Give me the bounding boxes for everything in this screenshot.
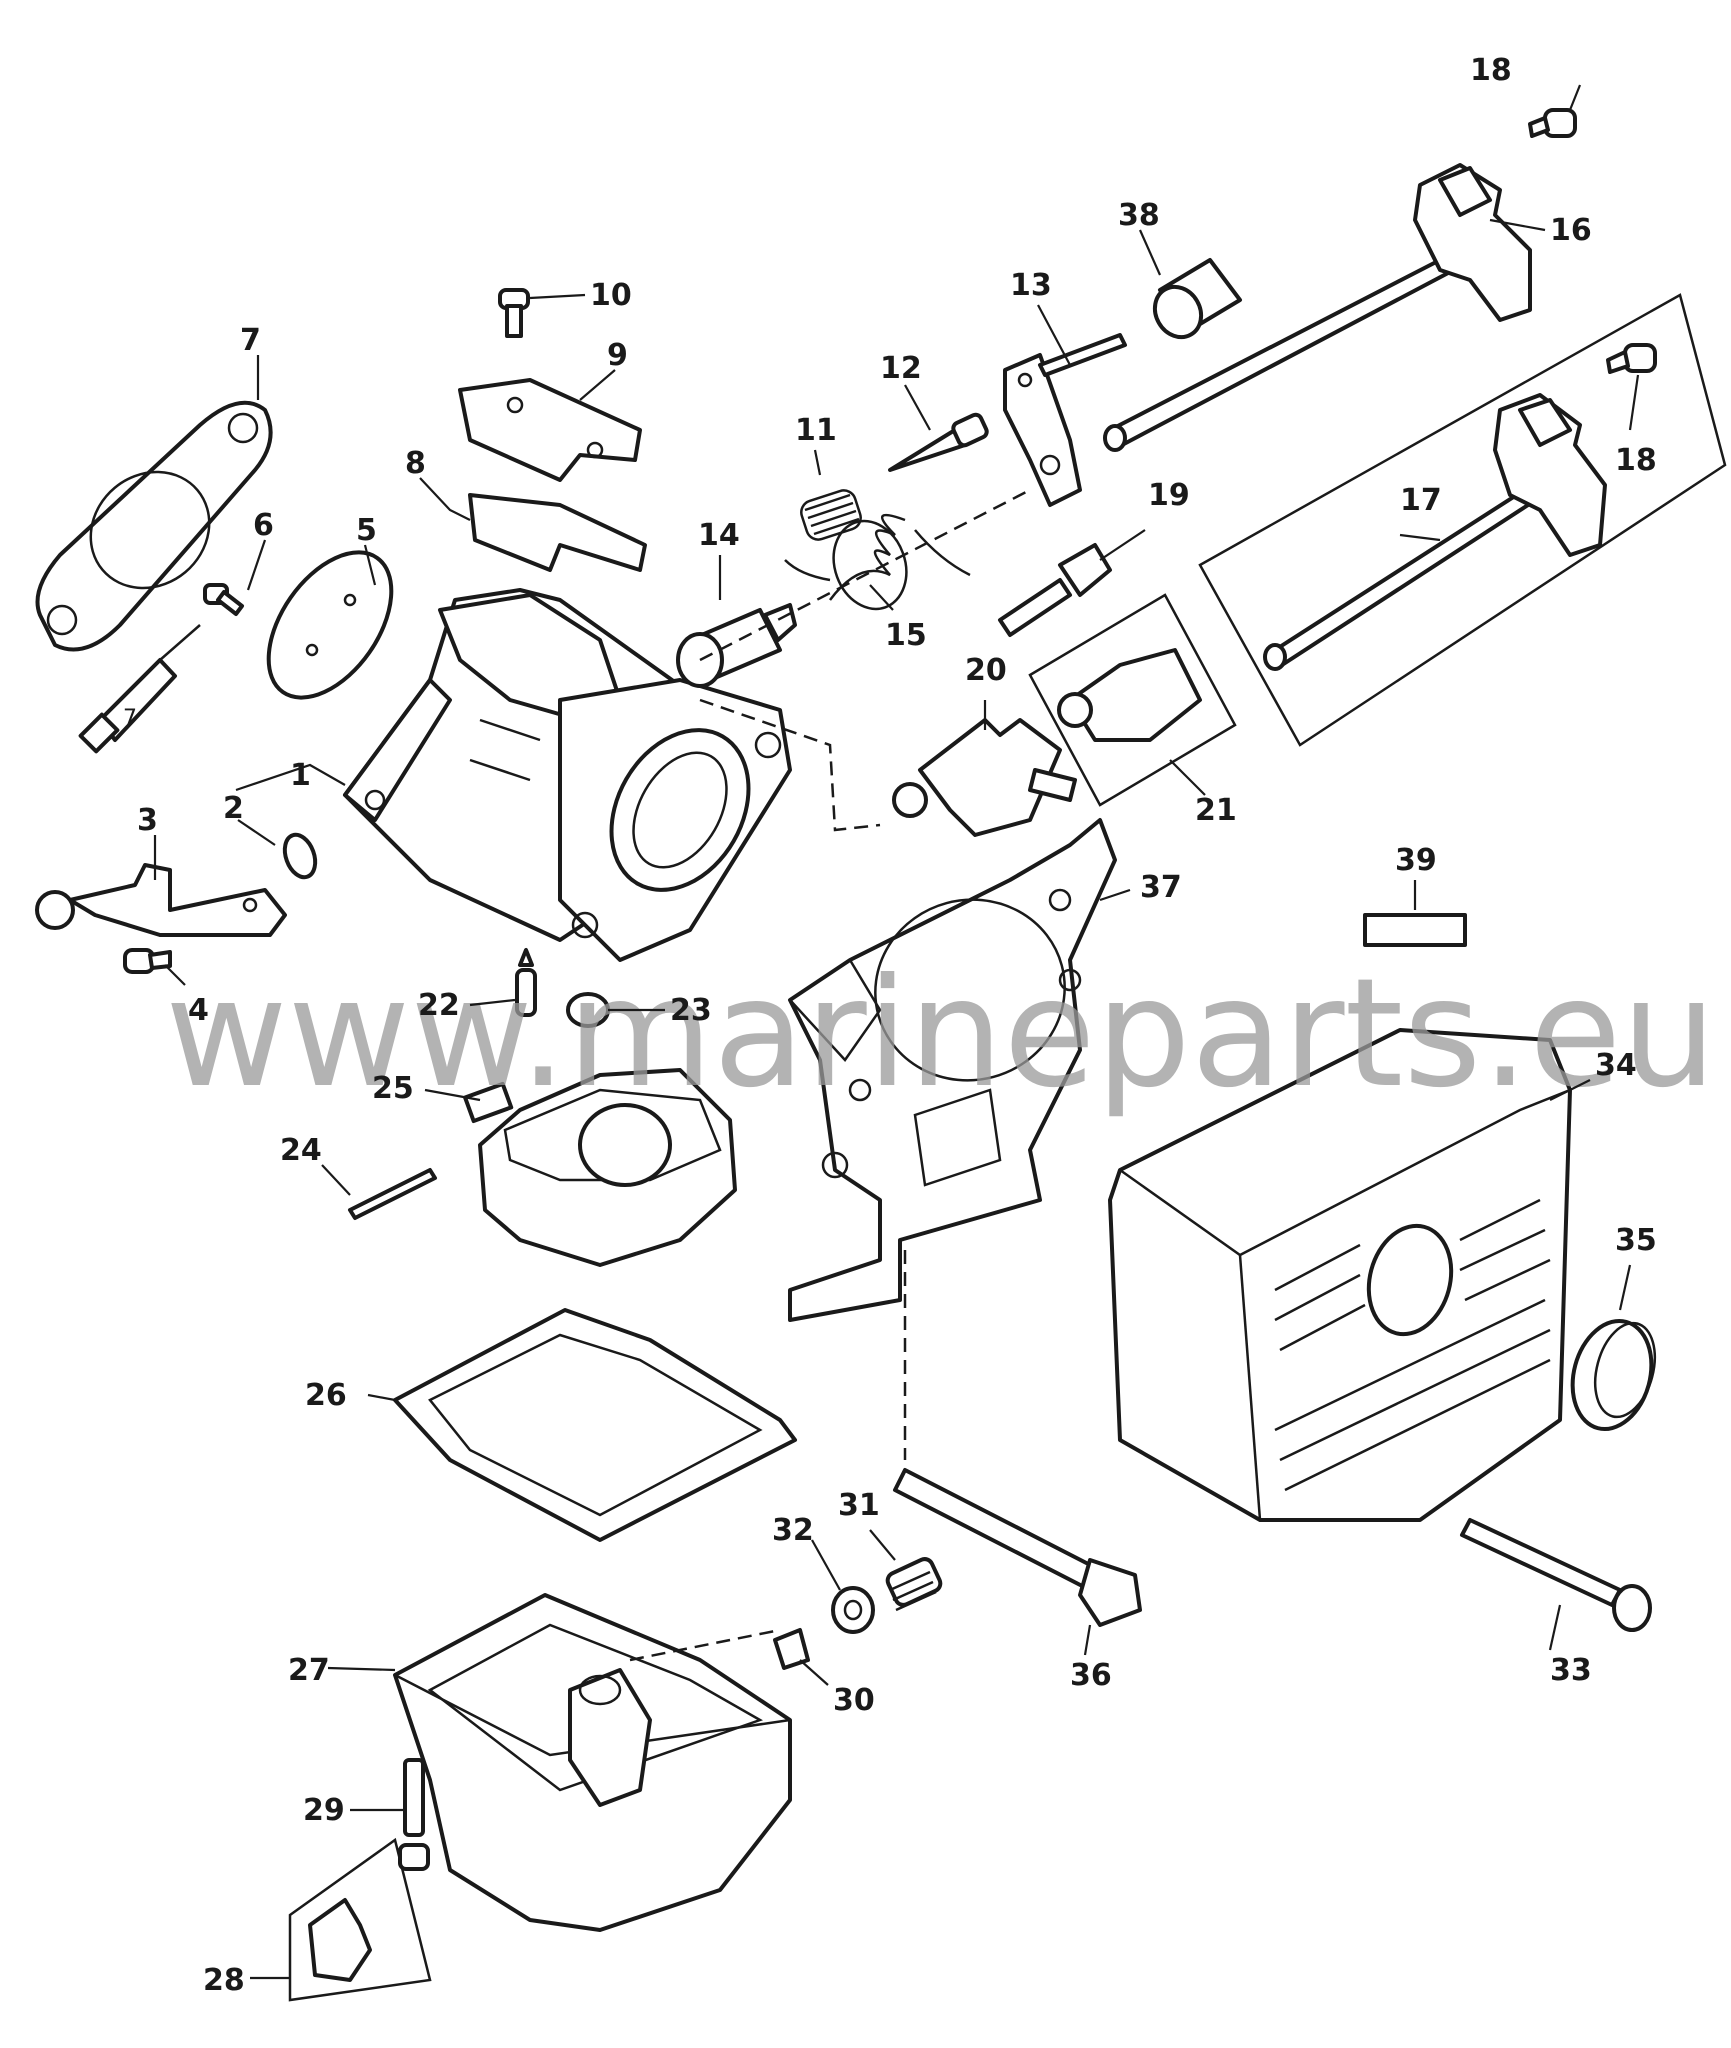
callout-14: 14 [698, 518, 740, 553]
callout-30: 30 [833, 1683, 875, 1718]
part-3-lever [35, 863, 287, 937]
callout-27: 27 [288, 1653, 330, 1688]
callout-labels: 1 2 3 4 5 6 7 8 9 10 11 12 13 14 15 16 1… [137, 53, 1657, 1998]
part-39-block [1363, 913, 1467, 947]
callout-16: 16 [1550, 213, 1592, 248]
part-5-diaphragm [266, 550, 394, 700]
part-18-screw-top [1528, 108, 1577, 138]
callout-1: 1 [290, 758, 311, 793]
part-38-bushing [1152, 258, 1242, 340]
part-7-sealant-tube: 7 [78, 624, 201, 754]
part-36-long-bolt [893, 1468, 1142, 1627]
callout-18-top: 18 [1470, 53, 1512, 88]
part-25-float [463, 1068, 737, 1267]
callout-34: 34 [1595, 1048, 1637, 1083]
part-21-panel [1028, 593, 1237, 807]
callout-36: 36 [1070, 1658, 1112, 1693]
callout-3: 3 [137, 803, 158, 838]
callout-21: 21 [1195, 793, 1237, 828]
callout-38: 38 [1118, 198, 1160, 233]
assembly-path-1 [699, 698, 881, 832]
assembly-path-2 [699, 488, 1031, 662]
part-20-fitting [892, 718, 1077, 837]
part-6-screw [203, 583, 244, 616]
part-35-plug [1570, 1318, 1657, 1432]
callout-18-right: 18 [1615, 443, 1657, 478]
assembly-path-3 [629, 1628, 781, 1662]
callout-12: 12 [880, 351, 922, 386]
part-30-jet [773, 1628, 810, 1670]
part-13-lever-arm [1003, 333, 1127, 507]
leader-lines [153, 84, 1640, 1980]
callout-2: 2 [223, 791, 244, 826]
part-15-spring [784, 513, 971, 611]
part-10-screw [498, 288, 530, 338]
part-31-plug [885, 1557, 943, 1612]
callout-37: 37 [1140, 870, 1182, 905]
callout-11: 11 [795, 413, 837, 448]
part-22-needle-valve [515, 948, 537, 1017]
part-2-clip [282, 832, 318, 880]
part-34-cover [1108, 1028, 1572, 1522]
callout-28: 28 [203, 1963, 245, 1998]
part-11-spring [800, 489, 862, 541]
part-24-pin [348, 1168, 437, 1220]
part-9-cover [458, 378, 642, 482]
callout-10: 10 [590, 278, 632, 313]
callout-32: 32 [772, 1513, 814, 1548]
callout-19: 19 [1148, 478, 1190, 513]
part-19-screw [998, 543, 1112, 637]
callout-17: 17 [1400, 483, 1442, 518]
callout-33: 33 [1550, 1653, 1592, 1688]
part-37-gasket-plate [788, 818, 1117, 1322]
part-7-gasket [35, 400, 273, 652]
callout-9: 9 [607, 338, 628, 373]
part-33-screw [1460, 1518, 1652, 1632]
callout-8: 8 [405, 446, 426, 481]
callout-31: 31 [838, 1488, 880, 1523]
part-8-plate [468, 493, 647, 572]
callout-4: 4 [188, 993, 209, 1028]
callout-39: 39 [1395, 843, 1437, 878]
part-32-washer [831, 1586, 875, 1634]
callout-15: 15 [885, 618, 927, 653]
callout-20: 20 [965, 653, 1007, 688]
part-28-panel [288, 1837, 432, 2002]
callout-25: 25 [372, 1071, 414, 1106]
part-29-screw [398, 1758, 430, 1871]
tube-label: 7 [123, 706, 137, 731]
callout-5: 5 [356, 513, 377, 548]
callout-22: 22 [418, 988, 460, 1023]
callout-6: 6 [253, 508, 274, 543]
part-16-shaft [1103, 163, 1532, 452]
callout-23: 23 [670, 993, 712, 1028]
part-4-screw [123, 948, 172, 974]
callout-13: 13 [1010, 268, 1052, 303]
callout-24: 24 [280, 1133, 322, 1168]
callout-35: 35 [1615, 1223, 1657, 1258]
part-26-gasket [393, 1308, 797, 1542]
watermark: www.marineparts.eu [165, 947, 1717, 1121]
callout-29: 29 [303, 1793, 345, 1828]
part-12-needle [888, 412, 989, 472]
part-27-float-bowl [393, 1593, 792, 1932]
part-17-panel [1198, 293, 1727, 747]
callout-7: 7 [240, 323, 261, 358]
part-14-jet [676, 603, 797, 688]
part-18-screw-right [1606, 343, 1657, 374]
part-1-carburetor-body [343, 588, 792, 962]
callout-26: 26 [305, 1378, 347, 1413]
